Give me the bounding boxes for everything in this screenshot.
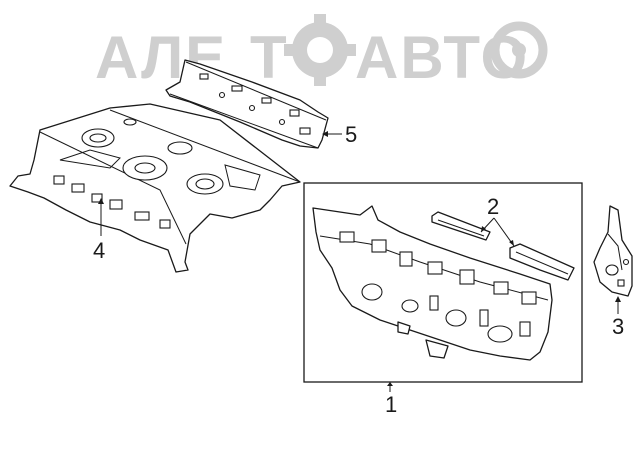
part-2-reinforcement [431,211,575,281]
leader-lines [98,131,621,392]
watermark-logo: АЛЕ Т АВТО [95,14,548,91]
callout-5: 5 [345,122,357,147]
gear-icon [284,14,356,86]
part-1-assembly-frame [303,182,583,383]
callout-2: 2 [487,194,499,219]
part-3-side-bracket [593,205,633,297]
callout-1: 1 [385,392,397,417]
callout-3: 3 [612,314,624,339]
part-1-rear-panel [312,205,553,361]
watermark-letter-t: Т [250,24,289,91]
callout-4: 4 [93,238,105,263]
wheel-icon [490,21,548,79]
part-4-rear-floor-pan [9,103,301,273]
part-5-cross-member [165,59,329,149]
